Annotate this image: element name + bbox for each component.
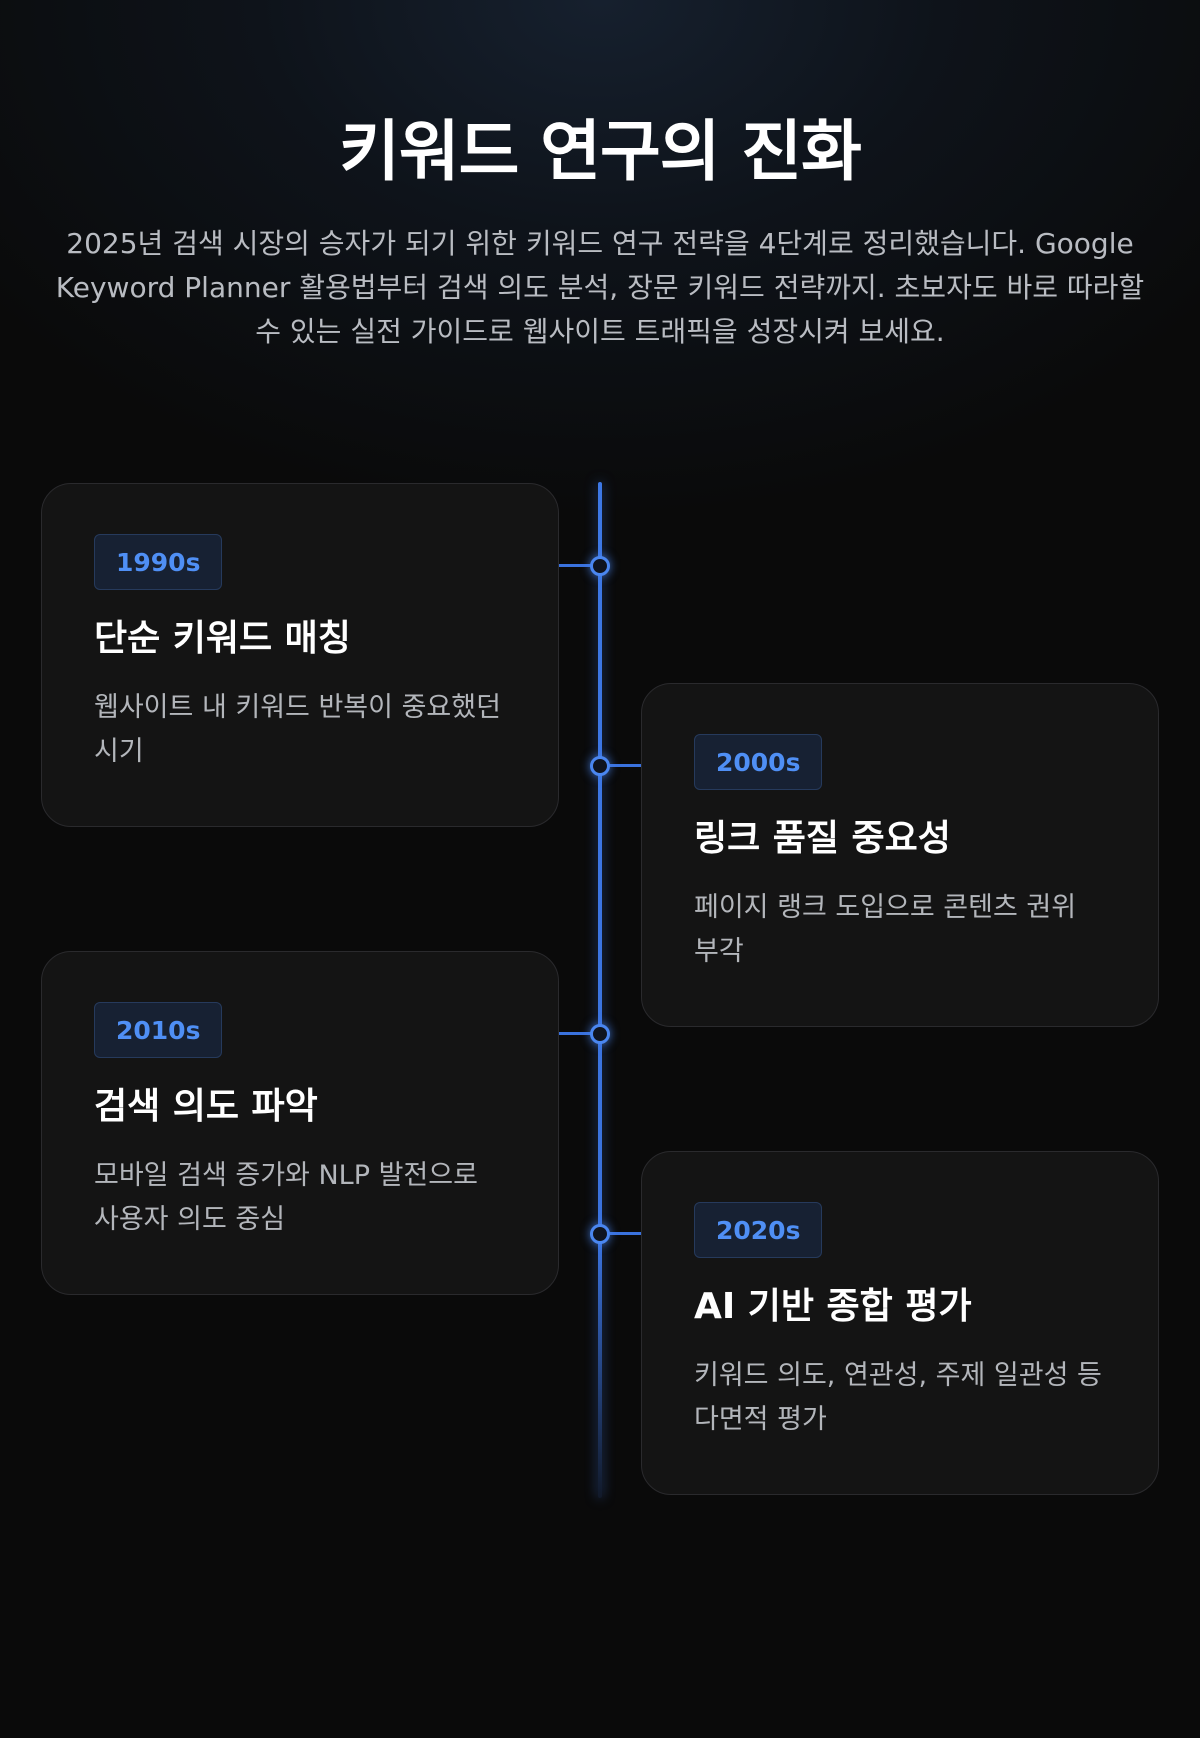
- timeline-dot: [590, 556, 610, 576]
- timeline-dot: [590, 1024, 610, 1044]
- era-badge: 2010s: [94, 1002, 223, 1058]
- card-description: 키워드 의도, 연관성, 주제 일관성 등 다면적 평가: [694, 1360, 1102, 1435]
- era-badge: 2000s: [694, 734, 823, 790]
- timeline-card-2020s: 2020s AI 기반 종합 평가 키워드 의도, 연관성, 주제 일관성 등 …: [641, 1151, 1159, 1495]
- timeline-card-1990s: 1990s 단순 키워드 매칭 웹사이트 내 키워드 반복이 중요했던 시기: [41, 483, 559, 827]
- timeline-connector: [558, 1032, 600, 1035]
- card-description: 페이지 랭크 도입으로 콘텐츠 권위 부각: [694, 892, 1077, 967]
- card-title: 단순 키워드 매칭: [94, 618, 351, 659]
- timeline-line: [598, 482, 602, 1498]
- timeline-connector: [600, 1232, 642, 1235]
- timeline-card-2010s: 2010s 검색 의도 파악 모바일 검색 증가와 NLP 발전으로 사용자 의…: [41, 951, 559, 1295]
- timeline-card-2000s: 2000s 링크 품질 중요성 페이지 랭크 도입으로 콘텐츠 권위 부각: [641, 683, 1159, 1027]
- timeline-connector: [558, 564, 600, 567]
- card-description: 모바일 검색 증가와 NLP 발전으로 사용자 의도 중심: [94, 1160, 478, 1235]
- card-title: 검색 의도 파악: [94, 1086, 318, 1127]
- era-badge: 2020s: [694, 1202, 823, 1258]
- card-title: AI 기반 종합 평가: [694, 1286, 972, 1327]
- page-title: 키워드 연구의 진화: [339, 113, 862, 190]
- card-title: 링크 품질 중요성: [694, 818, 951, 859]
- timeline-connector: [600, 764, 642, 767]
- era-badge: 1990s: [94, 534, 223, 590]
- timeline-dot: [590, 1224, 610, 1244]
- timeline-dot: [590, 756, 610, 776]
- card-description: 웹사이트 내 키워드 반복이 중요했던 시기: [94, 692, 501, 767]
- page-subtitle: 2025년 검색 시장의 승자가 되기 위한 키워드 연구 전략을 4단계로 정…: [55, 227, 1145, 348]
